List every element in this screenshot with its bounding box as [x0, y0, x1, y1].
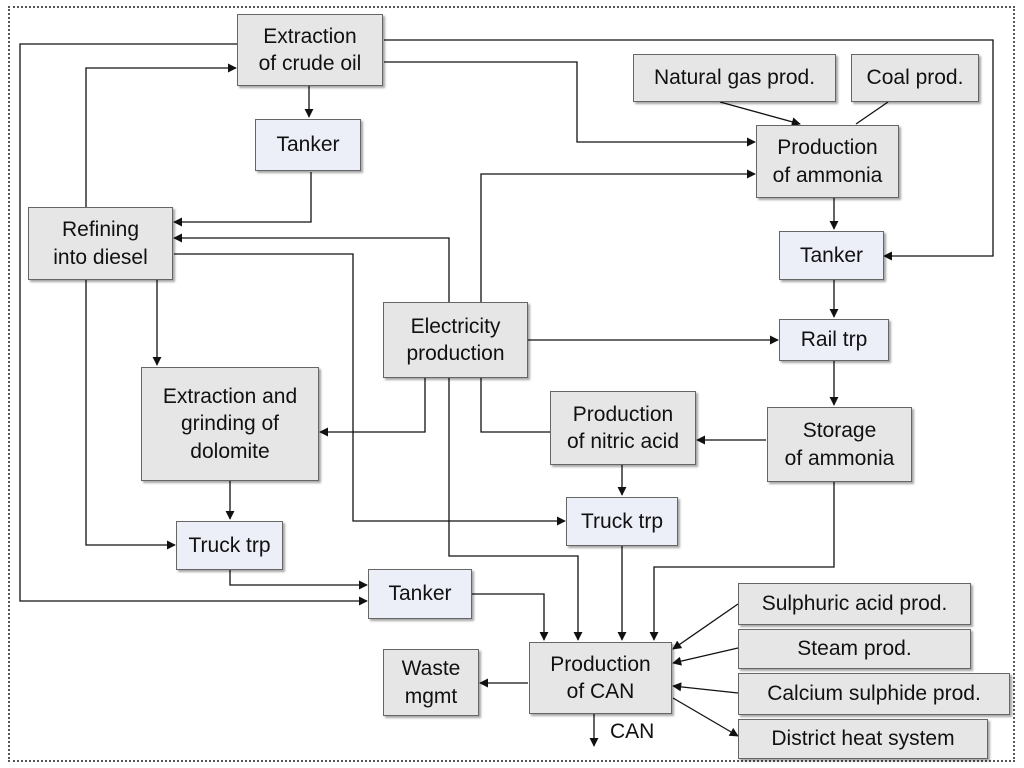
node-rail-trp: Rail trp	[779, 319, 889, 361]
arrow-naturalgas-to-ammonia	[719, 101, 801, 127]
node-production-can: Production of CAN	[529, 642, 672, 714]
node-calcium-sulphide-prod: Calcium sulphide prod.	[738, 673, 1010, 715]
arrow-refining-to-truck-mid	[174, 253, 566, 526]
arrow-electricity-to-ammonia	[480, 169, 756, 302]
arrow-truck-to-tanker	[229, 570, 368, 590]
node-production-nitric-acid: Production of nitric acid	[550, 391, 696, 465]
arrow-tanker-to-refining	[173, 172, 312, 227]
node-natural-gas-prod: Natural gas prod.	[633, 54, 836, 102]
output-label-can: CAN	[610, 720, 655, 743]
arrow-refining-to-extraction	[85, 63, 237, 207]
node-extraction-dolomite: Extraction and grinding of dolomite	[141, 367, 319, 481]
arrow-sulphuric-to-can	[672, 603, 739, 650]
arrow-tanker-to-can	[472, 593, 549, 641]
node-tanker-top: Tanker	[255, 119, 361, 171]
node-district-heat-system: District heat system	[738, 719, 988, 759]
arrow-coal-to-ammonia	[855, 101, 889, 125]
arrow-extraction-to-tanker-bottom	[19, 43, 368, 606]
arrow-calcium-to-can	[672, 682, 739, 694]
arrow-steam-to-can	[672, 647, 739, 666]
arrow-extraction-to-ammonia	[384, 61, 756, 147]
arrow-extraction-to-tanker-right	[384, 39, 994, 261]
arrow-electricity-to-refining	[173, 233, 450, 302]
node-electricity-production: Electricity production	[383, 302, 528, 378]
node-refining-diesel: Refining into diesel	[28, 207, 173, 280]
node-coal-prod: Coal prod.	[851, 54, 979, 102]
node-sulphuric-acid-prod: Sulphuric acid prod.	[738, 583, 971, 625]
node-tanker-bottom: Tanker	[368, 569, 472, 619]
line-electricity-to-nitric	[480, 378, 550, 433]
node-waste-mgmt: Waste mgmt	[383, 649, 479, 716]
node-production-ammonia: Production of ammonia	[756, 125, 899, 198]
node-truck-trp-left: Truck trp	[176, 521, 283, 570]
arrow-electricity-to-dolomite	[319, 378, 426, 437]
node-steam-prod: Steam prod.	[738, 629, 971, 669]
arrow-electricity-to-can	[448, 378, 583, 641]
node-extraction-crude-oil: Extraction of crude oil	[237, 14, 383, 86]
node-tanker-right: Tanker	[779, 231, 884, 280]
node-truck-trp-mid: Truck trp	[566, 497, 678, 546]
diagram-frame	[8, 6, 1015, 762]
node-storage-ammonia: Storage of ammonia	[767, 407, 912, 482]
arrow-storage-to-can	[649, 482, 835, 641]
arrow-refining-to-truck-left	[85, 280, 176, 550]
arrow-can-to-district	[672, 697, 739, 737]
